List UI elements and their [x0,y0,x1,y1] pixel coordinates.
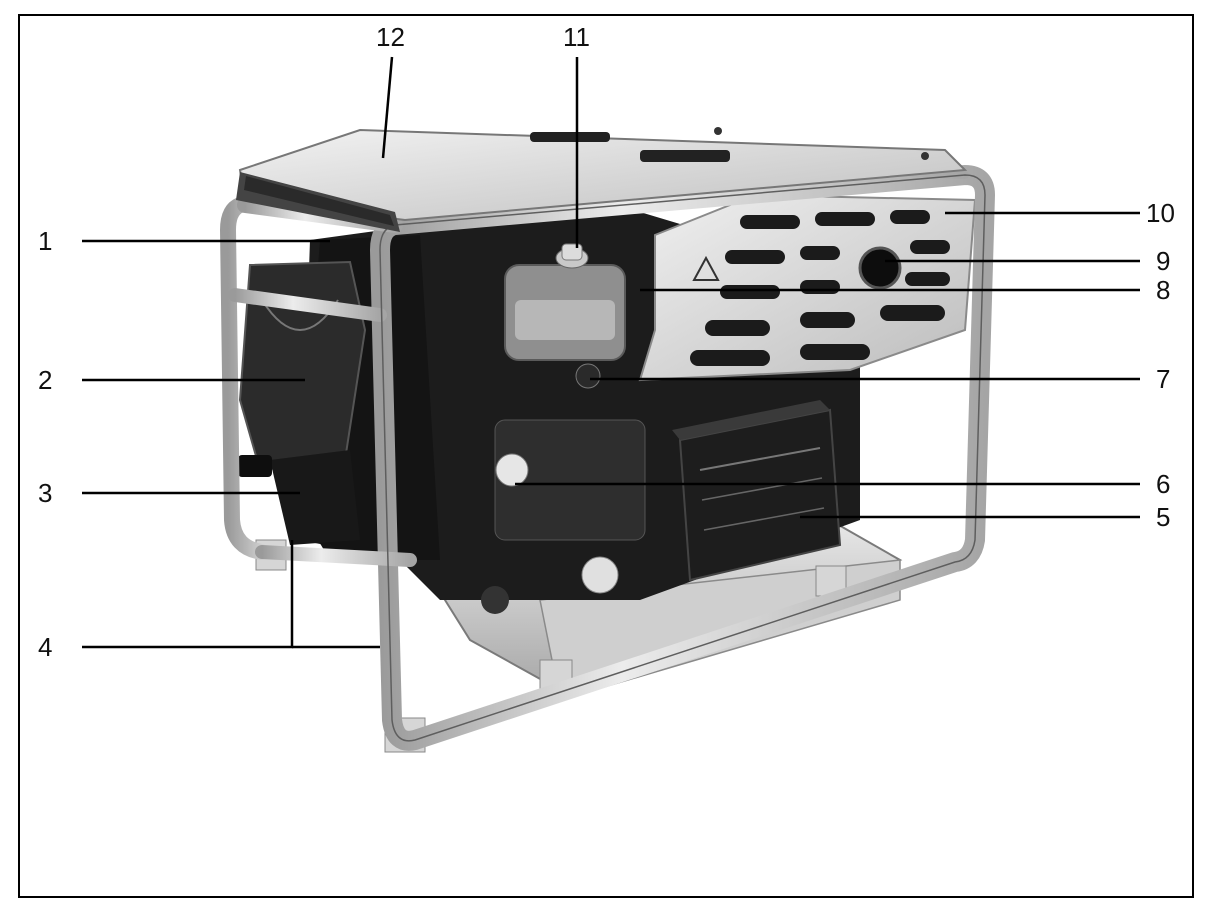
brand-stripe [244,176,394,226]
top-bolt-1 [714,127,722,135]
callout-1: 1 [38,226,52,256]
callout-5: 5 [1156,502,1170,532]
cylinder-head-fins [515,300,615,340]
callout-10: 10 [1146,198,1175,228]
roll-cage-highlight [379,174,986,742]
callout-7: 7 [1156,364,1170,394]
top-cover [236,127,968,232]
spark-plug-boot [575,363,601,389]
exhaust-outlet [858,246,902,290]
leader-lines [82,56,1140,649]
top-latch-2 [640,150,730,162]
callout-11: 11 [563,22,590,52]
callout-8: 8 [1156,275,1170,305]
callout-3: 3 [38,478,52,508]
callout-12: 12 [376,22,405,52]
drain-plug [581,556,619,594]
vent-panel [638,193,977,382]
callout-9: 9 [1156,246,1170,276]
warning-triangle [692,255,720,281]
callout-2: 2 [38,365,52,395]
leader-12 [381,56,394,159]
callout-labels: 1 2 3 4 5 6 7 8 9 10 11 12 [38,22,1175,662]
callout-4: 4 [38,632,52,662]
generator-illustration [220,127,995,753]
starter-handle [238,455,272,477]
carburetor [494,419,646,541]
top-latch-1 [530,132,610,142]
mount-left [481,586,509,614]
recoil-starter [270,450,360,545]
oil-cap-neck [561,243,583,261]
top-bolt-2 [921,152,929,160]
callout-6: 6 [1156,469,1170,499]
battery [672,400,842,582]
fuel-filter [495,453,529,487]
